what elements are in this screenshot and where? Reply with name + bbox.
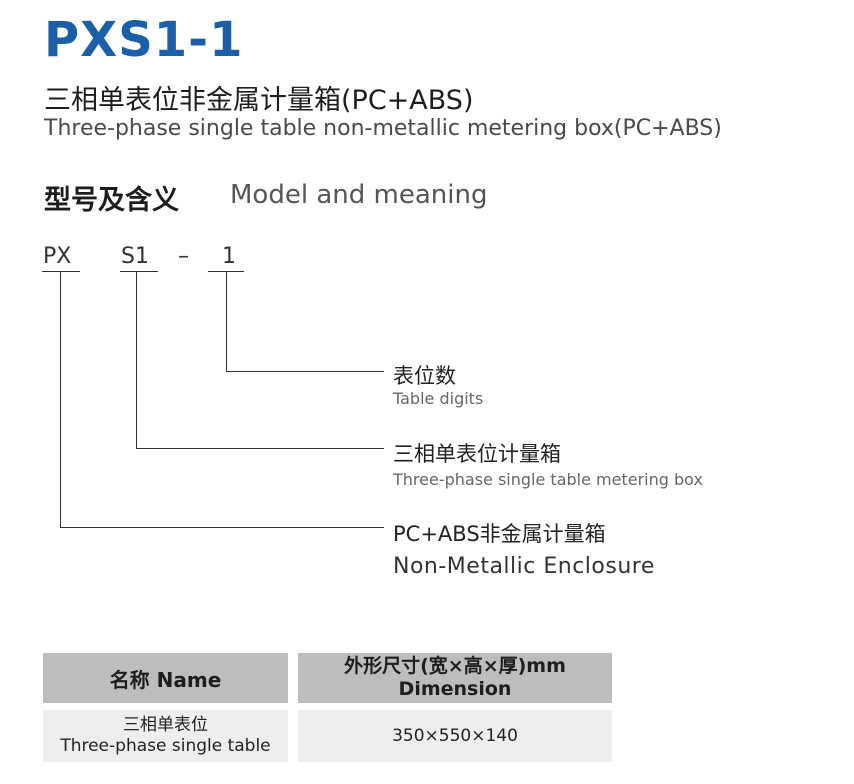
table-row-name-en: Three-phase single table bbox=[60, 736, 271, 756]
table-header-name-label: 名称 Name bbox=[109, 667, 222, 692]
meaning-enclosure-cn: PC+ABS非金属计量箱 bbox=[393, 522, 606, 546]
meaning-metering-box-cn: 三相单表位计量箱 bbox=[393, 442, 561, 466]
code-part-s1: S1 bbox=[121, 244, 149, 269]
meaning-metering-box-en: Three-phase single table metering box bbox=[393, 470, 703, 489]
meaning-table-digits-en: Table digits bbox=[393, 389, 484, 408]
model-title: PXS1-1 bbox=[44, 12, 244, 68]
meaning-table-digits-cn: 表位数 bbox=[393, 364, 456, 388]
section-title-cn: 型号及含义 bbox=[44, 185, 179, 216]
table-header-dimension: 外形尺寸(宽×高×厚)mm Dimension bbox=[298, 653, 612, 703]
meaning-enclosure-en: Non-Metallic Enclosure bbox=[393, 554, 655, 579]
table-header-dimension-cn: 外形尺寸(宽×高×厚)mm bbox=[344, 655, 566, 677]
code-part-1: 1 bbox=[222, 244, 236, 269]
underline-px bbox=[42, 271, 80, 272]
table-row-dimension-cell: 350×550×140 bbox=[298, 710, 612, 762]
table-row-name-cn: 三相单表位 bbox=[123, 715, 208, 735]
connector-horizontal-s1 bbox=[136, 448, 384, 449]
connector-vertical-px bbox=[60, 271, 61, 527]
table-header-dimension-en: Dimension bbox=[398, 678, 512, 700]
connector-horizontal-1 bbox=[226, 371, 384, 372]
connector-vertical-1 bbox=[226, 271, 227, 371]
product-title-en: Three-phase single table non-metallic me… bbox=[44, 116, 722, 141]
product-title-cn: 三相单表位非金属计量箱(PC+ABS) bbox=[44, 85, 474, 116]
table-row-dimension: 350×550×140 bbox=[392, 726, 518, 746]
code-dash: – bbox=[178, 244, 189, 269]
connector-horizontal-px bbox=[60, 527, 384, 528]
table-header-name: 名称 Name bbox=[43, 653, 288, 703]
table-row-name-cell: 三相单表位 Three-phase single table bbox=[43, 710, 288, 762]
section-title-en: Model and meaning bbox=[230, 180, 488, 210]
connector-vertical-s1 bbox=[136, 271, 137, 448]
underline-s1 bbox=[120, 271, 158, 272]
code-part-px: PX bbox=[43, 244, 72, 269]
